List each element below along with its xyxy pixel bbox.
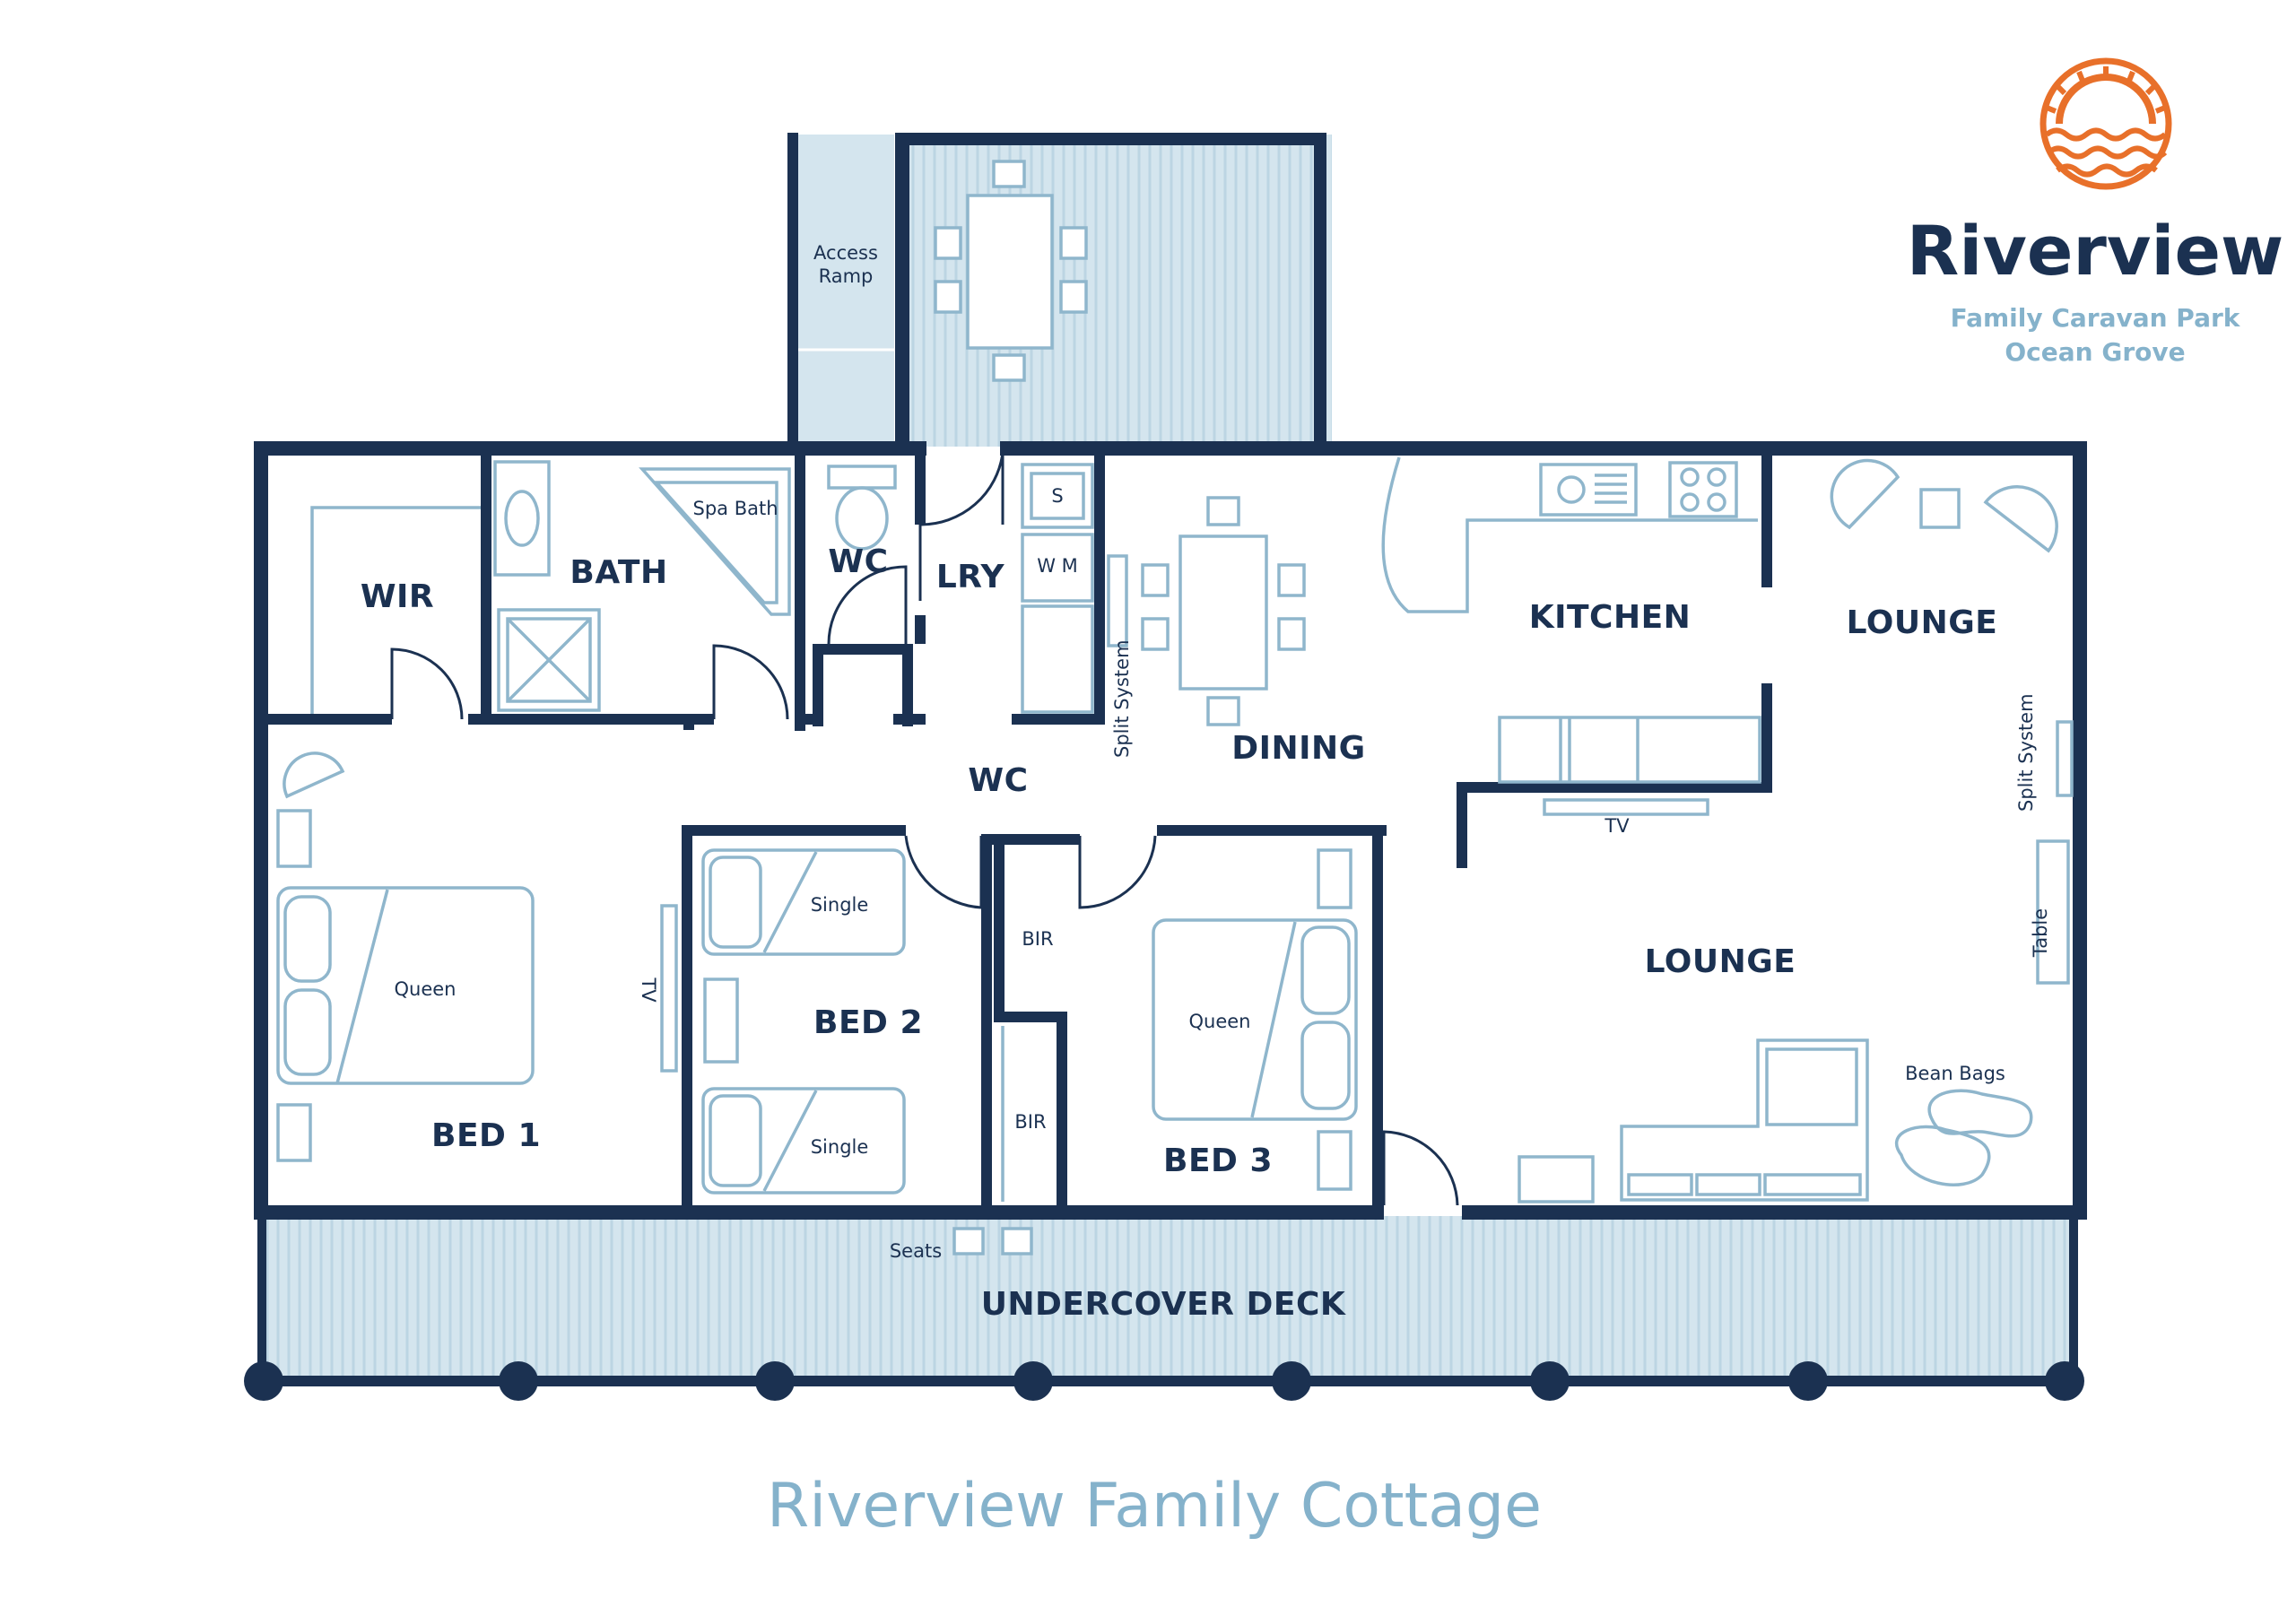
label-single-top: Single: [811, 894, 869, 916]
label-single-bottom: Single: [811, 1136, 869, 1158]
plan-caption: Riverview Family Cottage: [767, 1471, 1542, 1542]
label-bean-bags: Bean Bags: [1905, 1063, 2005, 1084]
kitchen-bench: [1381, 456, 1761, 784]
room-label-lry: LRY: [936, 559, 1005, 595]
lounge-table: [2036, 839, 2070, 985]
deck-seats: [952, 1227, 1033, 1255]
label-tv-bed1: TV: [638, 977, 659, 1003]
room-label-wc-top: WC: [828, 543, 888, 580]
undercover-deck: [265, 1216, 2069, 1383]
split-system-left-unit: [1107, 554, 1128, 647]
laundry-fixtures: [1021, 463, 1094, 714]
room-label-kitchen: KITCHEN: [1529, 599, 1692, 636]
dining-table-set: [1141, 496, 1306, 726]
doors: [390, 448, 1459, 1206]
room-label-wc-hall: WC: [968, 762, 1028, 799]
room-label-bed1: BED 1: [431, 1117, 541, 1154]
fixture-labels: Access Ramp Spa Bath S W M Split System …: [395, 242, 2052, 1262]
label-tv-kitchen: TV: [1604, 815, 1630, 837]
deck-dining-set: [934, 160, 1088, 382]
room-label-bath: BATH: [570, 554, 667, 591]
room-label-lounge-main: LOUNGE: [1645, 943, 1796, 980]
wc-toilet: [827, 465, 897, 551]
top-deck: [795, 135, 1332, 447]
room-labels: WIR BATH WC LRY KITCHEN LOUNGE DINING WC…: [361, 543, 1998, 1323]
room-label-deck: UNDERCOVER DECK: [981, 1286, 1346, 1323]
bath-fixtures: [493, 460, 791, 712]
access-ramp: [795, 135, 893, 350]
riverview-logo: Riverview Family Caravan Park Ocean Grov…: [1907, 57, 2284, 367]
sun-waves-icon: [2039, 57, 2172, 190]
room-label-bed2: BED 2: [813, 1004, 923, 1041]
label-queen-bed3: Queen: [1189, 1011, 1251, 1032]
outer-walls: [244, 133, 2087, 1401]
label-access-ramp-1: Access: [813, 242, 878, 264]
brand-tagline-1: Family Caravan Park: [1951, 303, 2241, 333]
split-system-right-unit: [2056, 720, 2074, 797]
bed1-furniture: [276, 752, 678, 1162]
brand-tagline-2: Ocean Grove: [2005, 337, 2185, 367]
label-bir-bottom: BIR: [1014, 1111, 1046, 1133]
wir-rail: [310, 506, 481, 714]
lounge-chairs: [1830, 458, 2058, 553]
room-label-wir: WIR: [361, 578, 434, 615]
label-spa-bath: Spa Bath: [692, 498, 778, 519]
interior-walls: [265, 453, 1772, 1211]
bean-bags: [1894, 1089, 2033, 1186]
label-queen-bed1: Queen: [395, 978, 457, 1000]
label-washing-machine: W M: [1037, 555, 1078, 577]
label-split-system-left: Split System: [1111, 639, 1133, 758]
bed3-furniture: [1152, 848, 1358, 1191]
tv-unit-kitchen: [1543, 798, 1709, 816]
room-label-lounge-top: LOUNGE: [1847, 604, 1998, 641]
room-label-dining: DINING: [1231, 730, 1365, 767]
label-access-ramp-2: Ramp: [819, 265, 874, 287]
label-sink: S: [1051, 485, 1063, 507]
label-bir-top: BIR: [1022, 928, 1053, 950]
room-label-bed3: BED 3: [1163, 1142, 1273, 1179]
lounge-sofa: [1518, 1038, 1869, 1203]
label-seats: Seats: [890, 1240, 942, 1262]
label-table: Table: [2030, 908, 2051, 958]
brand-name: Riverview: [1907, 211, 2284, 291]
label-split-system-right: Split System: [2015, 693, 2037, 812]
bed2-furniture: [701, 848, 906, 1195]
